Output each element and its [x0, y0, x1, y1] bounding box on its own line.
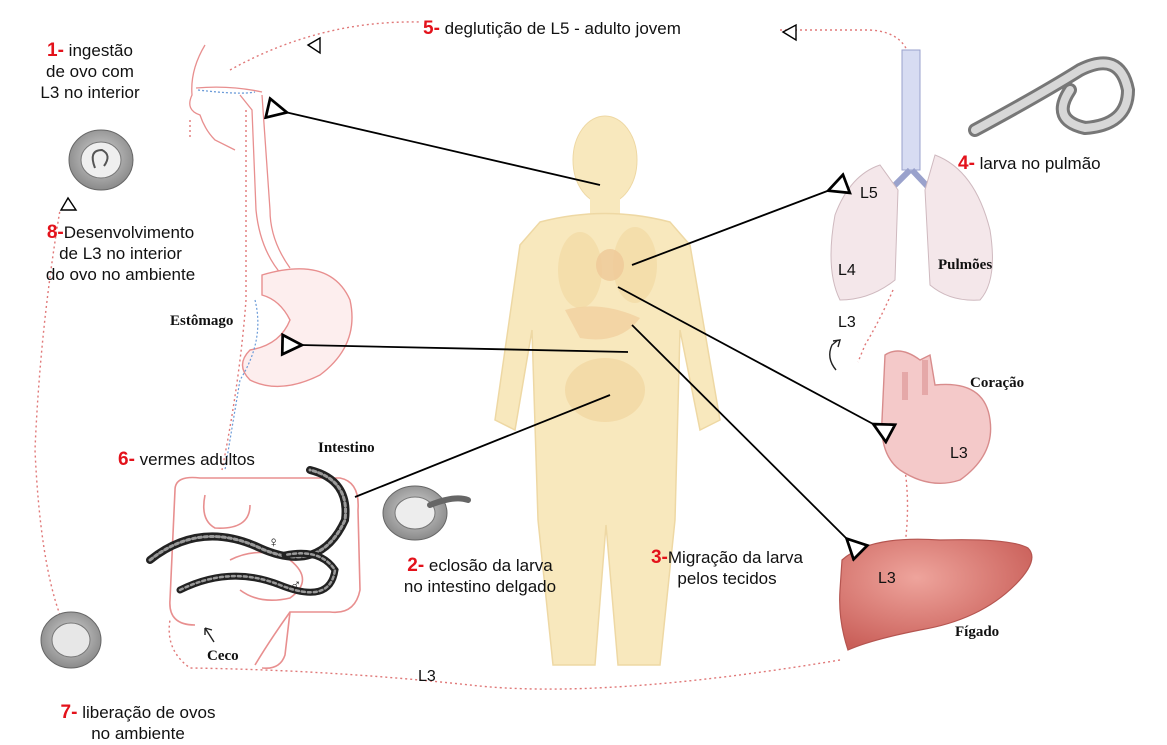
organ-label-intestine: Intestino — [318, 440, 375, 457]
stage-l3-liver: L3 — [878, 570, 896, 588]
organ-label-cecum: Ceco — [207, 648, 239, 665]
step-5-label: 5- deglutição de L5 - adulto jovem — [423, 18, 681, 39]
hatching-larva-icon — [383, 486, 468, 540]
step-number: 3- — [651, 547, 668, 568]
stage-l3-bottom: L3 — [418, 668, 436, 686]
egg-icon — [69, 130, 133, 190]
step-number: 5- — [423, 18, 440, 39]
step-1-line-2: de ovo com — [46, 62, 134, 81]
step-number: 7- — [61, 702, 78, 723]
step-7-line-2: no ambiente — [91, 724, 185, 743]
step-2-line-1: eclosão da larva — [429, 556, 553, 575]
stage-l3-lung: L3 — [838, 314, 856, 332]
stage-l5-lung: L5 — [860, 185, 878, 203]
step-2-label: 2- eclosão da larva no intestino delgado — [370, 555, 590, 597]
stage-l4-lung: L4 — [838, 262, 856, 280]
male-symbol: ♂ — [290, 577, 301, 594]
step-6-label: 6- vermes adultos — [118, 449, 255, 470]
stage-l3-heart: L3 — [950, 445, 968, 463]
arrowhead-swallow-left — [308, 38, 320, 53]
step-number: 6- — [118, 449, 135, 470]
step-1-line-3: L3 no interior — [40, 83, 139, 102]
step-6-line-1: vermes adultos — [140, 450, 255, 469]
step-8-line-3: do ovo no ambiente — [46, 265, 195, 284]
egg-icon — [41, 612, 101, 668]
step-1-line-1: ingestão — [69, 41, 133, 60]
lung-larva-icon — [975, 63, 1128, 130]
step-number: 4- — [958, 153, 975, 174]
heart-illustration — [882, 351, 991, 483]
step-8-line-1: Desenvolvimento — [64, 223, 194, 242]
step-2-line-2: no intestino delgado — [404, 577, 556, 596]
arrow-to-mouth — [285, 112, 600, 185]
organ-label-stomach: Estômago — [170, 313, 233, 330]
step-1-label: 1- ingestão de ovo com L3 no interior — [15, 40, 165, 103]
organ-label-heart: Coração — [970, 375, 1024, 392]
arrowhead-env-up — [61, 198, 76, 210]
step-5-line-1: deglutição de L5 - adulto jovem — [445, 19, 681, 38]
cycle-arrowheads — [61, 25, 796, 210]
step-8-line-2: de L3 no interior — [59, 244, 182, 263]
step-3-line-2: pelos tecidos — [677, 569, 776, 588]
step-4-label: 4- larva no pulmão — [958, 153, 1101, 174]
step-number: 2- — [407, 555, 424, 576]
step-3-line-1: Migração da larva — [668, 548, 803, 567]
step-7-label: 7- liberação de ovos no ambiente — [28, 702, 248, 744]
arrowhead-swallow-right — [783, 25, 796, 40]
step-4-line-1: larva no pulmão — [980, 154, 1101, 173]
female-symbol: ♀ — [268, 534, 279, 551]
organ-label-liver: Fígado — [955, 624, 999, 641]
adult-worm-icon — [150, 470, 346, 592]
step-7-line-1: liberação de ovos — [82, 703, 215, 722]
step-number: 1- — [47, 40, 64, 61]
organ-label-lungs: Pulmões — [938, 257, 992, 274]
liver-illustration — [840, 539, 1032, 650]
step-number: 8- — [47, 222, 64, 243]
step-3-label: 3-Migração da larva pelos tecidos — [637, 547, 817, 589]
step-8-label: 8-Desenvolvimento de L3 no interior do o… — [8, 222, 233, 285]
